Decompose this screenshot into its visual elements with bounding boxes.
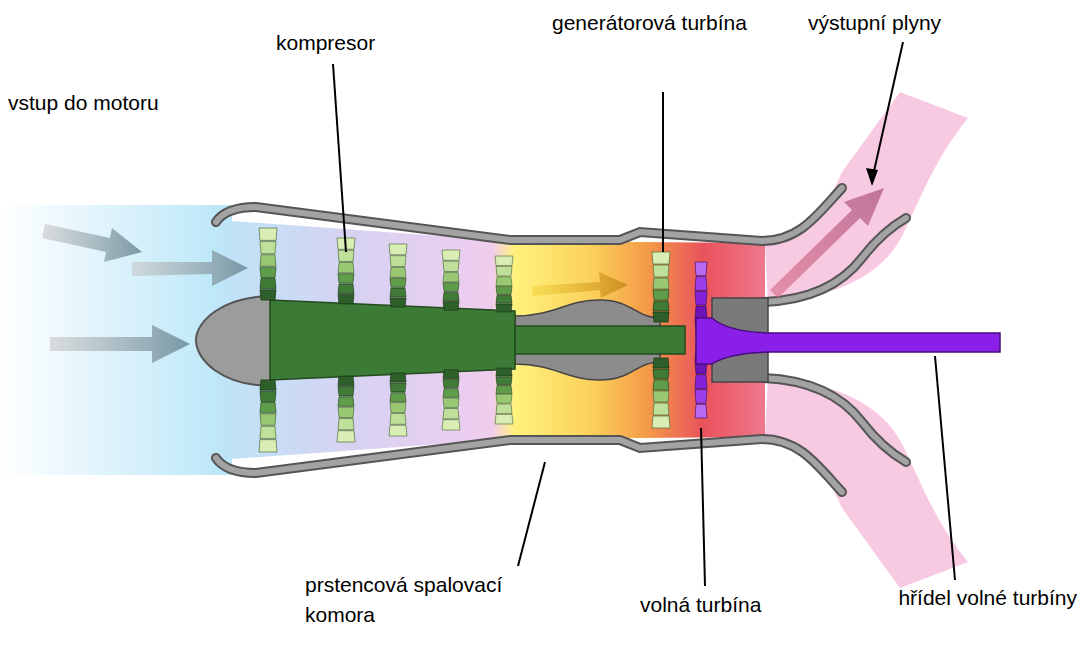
engine-casing-shape	[216, 439, 842, 492]
compressor-blades-shape	[259, 380, 277, 452]
engine-casing-shape	[216, 439, 842, 492]
compressor-blades-shape	[389, 244, 407, 307]
compressor-label: kompresor	[276, 28, 375, 58]
gas-arrows-shape	[770, 188, 884, 298]
compressor-rotor-shape	[270, 300, 515, 380]
leader-lines-shape	[935, 356, 955, 580]
compressor-blades	[259, 228, 513, 452]
leader-lines-shape	[866, 168, 878, 186]
engine-casing-shape	[764, 378, 906, 462]
free-turbine	[695, 262, 1000, 418]
gas-flow-shape	[765, 378, 968, 588]
free-turbine-shaft-label: hřídel volné turbíny	[898, 583, 1077, 613]
spinner	[196, 296, 272, 386]
generator-turbine-shape	[652, 358, 670, 428]
leader-lines-shape	[872, 42, 903, 180]
leader-lines-shape	[701, 428, 705, 586]
free-turbine-label: volná turbína	[640, 590, 761, 620]
leader-lines-shape	[333, 64, 346, 252]
gas-generator-turbine-label: generátorová turbína	[552, 8, 747, 38]
inlet-arrows-shape	[42, 224, 142, 262]
gas-flow-shape	[765, 92, 968, 302]
engine-casing-shape	[764, 378, 906, 462]
spinner-shape	[196, 296, 272, 386]
engine-casing-shape	[216, 188, 842, 241]
inlet-arrows-shape	[50, 325, 190, 363]
compressor-blades-shape	[495, 256, 513, 312]
inlet-label: vstup do motoru	[8, 88, 159, 118]
free-turbine-shape	[696, 318, 1000, 364]
combustor-label: prstencová spalovací komora	[305, 570, 537, 631]
compressor-blades-shape	[495, 368, 513, 424]
compressor-rotor	[270, 300, 685, 380]
inlet-arrows-shape	[132, 250, 248, 286]
generator-turbine-shape	[652, 252, 670, 322]
gas-arrows-shape	[532, 272, 628, 298]
compressor-rotor-shape	[515, 326, 685, 354]
leader-lines-shape	[662, 92, 664, 252]
compressor-blades-shape	[259, 228, 277, 300]
gas-flow-shape	[218, 220, 765, 460]
gas-arrows	[532, 188, 884, 298]
compressor-blades-shape	[337, 376, 355, 442]
engine-casing-shape	[216, 188, 842, 241]
leader-lines	[333, 42, 955, 586]
exhaust-label: výstupní plyny	[808, 8, 941, 38]
compressor-blades-shape	[442, 250, 460, 310]
leader-lines-shape	[518, 462, 545, 566]
compressor-blades-shape	[442, 370, 460, 430]
compressor-blades-shape	[389, 373, 407, 436]
generator-turbine	[652, 252, 670, 428]
